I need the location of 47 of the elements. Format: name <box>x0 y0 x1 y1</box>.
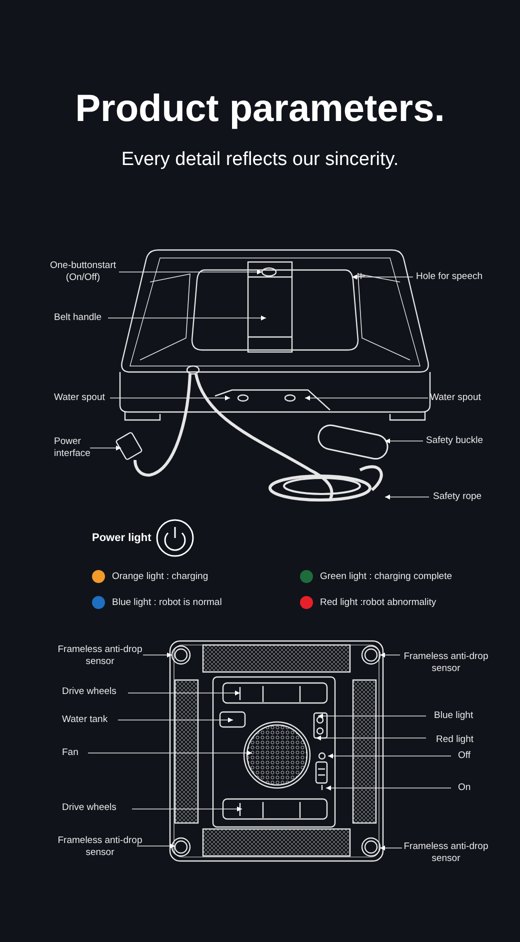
section-heading: Power light <box>92 531 152 545</box>
legend-label: Green light : charging complete <box>320 570 452 583</box>
part-label: Belt handle <box>54 312 114 324</box>
part-label: Safety buckle <box>426 435 496 447</box>
leader-line <box>90 446 122 450</box>
part-label: Water spout <box>54 392 114 404</box>
legend-label: Blue light : robot is normal <box>112 596 222 609</box>
leader-line <box>304 396 428 400</box>
leader-line <box>380 846 402 850</box>
part-label: Off <box>458 750 488 762</box>
leader-line <box>326 786 452 790</box>
part-label: Frameless anti-drop sensor <box>402 841 490 865</box>
leader-line <box>328 754 452 758</box>
leader-line <box>380 652 400 658</box>
part-label: Water spout <box>430 392 490 404</box>
legend-label: Orange light : charging <box>112 570 208 583</box>
leader-line <box>88 750 252 756</box>
part-label: Red light <box>436 734 496 746</box>
leader-line <box>136 844 176 848</box>
subtitle: Every detail reflects our sincerity. <box>120 148 400 172</box>
part-label: Fan <box>62 747 92 759</box>
part-label: Drive wheels <box>62 686 132 698</box>
leader-line <box>384 494 430 500</box>
leader-line <box>108 316 266 320</box>
part-label: Frameless anti-drop sensor <box>56 644 144 668</box>
part-label: Hole for speech <box>416 271 496 283</box>
part-label: Water tank <box>62 714 122 726</box>
part-label: Blue light <box>434 710 494 722</box>
part-label: On <box>458 782 488 794</box>
leader-line <box>128 690 240 696</box>
leader-line <box>316 736 426 740</box>
part-label: Safety rope <box>433 491 493 503</box>
leader-line <box>352 274 414 280</box>
part-label: Frameless anti-drop sensor <box>56 835 144 859</box>
part-label: One-buttonstart (On/Off) <box>48 260 118 284</box>
leader-line <box>118 270 262 274</box>
leader-line <box>142 652 172 658</box>
leader-line <box>118 718 234 722</box>
part-label: Drive wheels <box>62 802 132 814</box>
leader-line <box>318 714 426 718</box>
part-label: Power interface <box>54 436 94 460</box>
leader-line <box>132 806 242 812</box>
title: Product parameters. <box>74 87 446 132</box>
legend-label: Red light :robot abnormality <box>320 596 436 609</box>
leader-line <box>110 396 230 400</box>
leader-line <box>384 438 424 444</box>
part-label: Frameless anti-drop sensor <box>402 651 490 675</box>
